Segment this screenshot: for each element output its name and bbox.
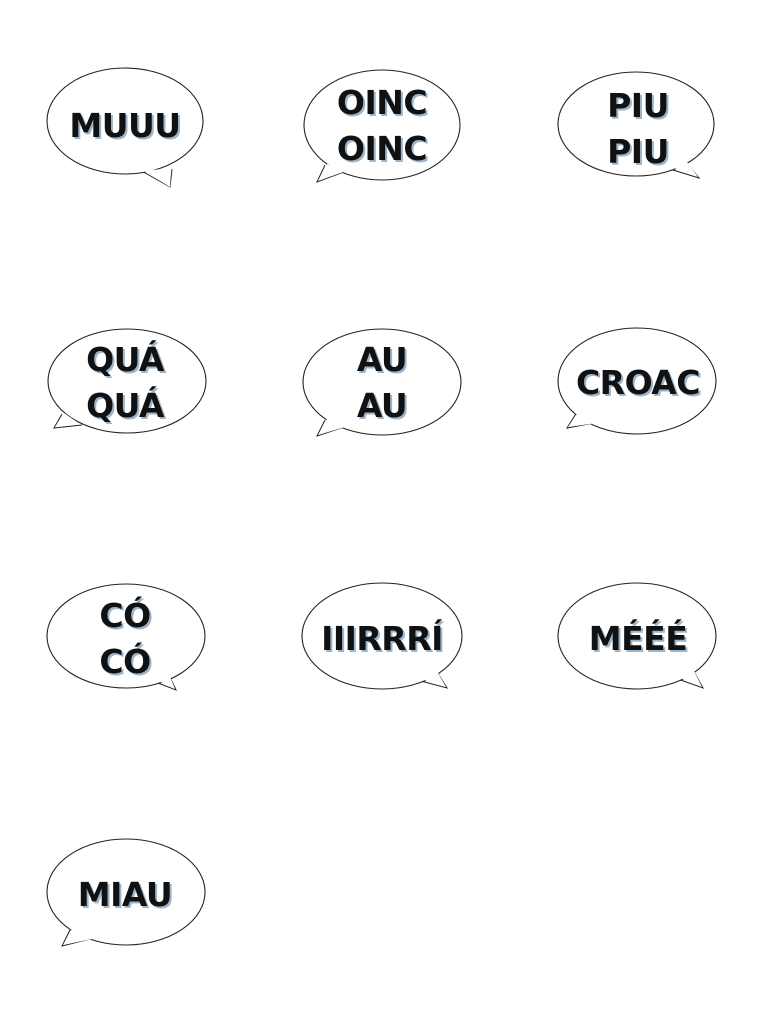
speech-bubble-qua: QUÁ QUÁ	[40, 322, 210, 447]
speech-bubble-shape	[47, 328, 207, 434]
bubble-line: IIIRRRÍ	[321, 619, 443, 658]
speech-bubble-shape	[46, 838, 206, 947]
bubble-line: PIU	[607, 132, 669, 171]
bubble-line: QUÁ	[86, 340, 164, 379]
bubble-line: CÓ	[99, 642, 151, 681]
bubble-line: OINC	[336, 83, 428, 122]
speech-bubble-shape	[301, 582, 463, 690]
bubble-label: CROAC	[553, 322, 723, 444]
bubble-label: QUÁ QUÁ	[40, 322, 210, 444]
bubble-label: MÉÉÉ	[553, 578, 723, 700]
speech-bubble-shape	[557, 582, 717, 690]
speech-bubble-oinc: OINC OINC	[297, 65, 467, 190]
speech-bubble-croac: CROAC	[553, 322, 723, 447]
bubble-line: AU	[356, 340, 408, 379]
speech-bubble-piu: PIU PIU	[553, 68, 723, 193]
bubble-label: MIAU	[40, 834, 210, 956]
speech-bubble-muuu: MUUU	[40, 65, 210, 190]
speech-bubble-co: CÓ CÓ	[40, 578, 210, 703]
bubble-line: MIAU	[77, 875, 173, 914]
speech-bubble-shape	[557, 327, 717, 435]
bubble-line: OINC	[336, 129, 428, 168]
bubble-label: PIU PIU	[553, 68, 723, 190]
speech-bubble-shape	[46, 67, 204, 188]
speech-bubble-shape	[557, 71, 715, 179]
bubble-label: CÓ CÓ	[40, 578, 210, 700]
bubble-line: MUUU	[69, 106, 181, 145]
bubble-line: MÉÉÉ	[588, 619, 688, 658]
bubble-line: QUÁ	[86, 386, 164, 425]
bubble-line: CROAC	[575, 363, 701, 402]
speech-bubble-shape	[303, 69, 461, 183]
bubble-line: CÓ	[99, 596, 151, 635]
bubble-line: AU	[356, 386, 408, 425]
speech-bubble-meee: MÉÉÉ	[553, 578, 723, 703]
bubble-label: OINC OINC	[297, 65, 467, 187]
speech-bubble-shape	[302, 328, 462, 437]
bubble-label: MUUU	[40, 65, 210, 187]
bubble-line: PIU	[607, 86, 669, 125]
bubble-label: AU AU	[297, 322, 467, 444]
speech-bubble-shape	[46, 583, 206, 691]
speech-bubble-au: AU AU	[297, 322, 467, 447]
speech-bubble-miau: MIAU	[40, 834, 210, 959]
bubble-label: IIIRRRÍ	[297, 578, 467, 700]
speech-bubble-iiirrri: IIIRRRÍ	[297, 578, 467, 703]
